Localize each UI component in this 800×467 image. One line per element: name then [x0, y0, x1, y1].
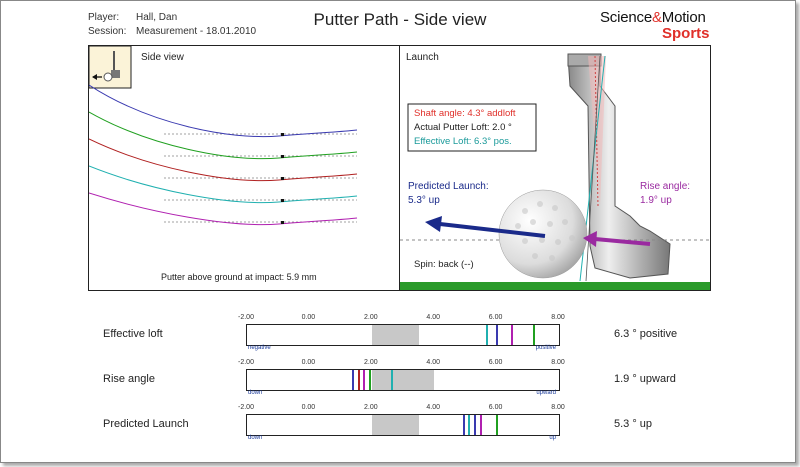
rise-angle-value: 1.9° up	[640, 195, 672, 206]
bar-tick-label: 0.00	[301, 314, 316, 321]
session-value: Measurement - 18.01.2010	[136, 26, 257, 37]
side-view-panel: Side view Putter above ground at impact:…	[88, 45, 401, 291]
bar-target-zone	[371, 370, 435, 390]
impact-point-marker	[281, 177, 284, 180]
bar-right-end-label: positive	[535, 345, 556, 351]
bar-left-end-label: down	[248, 390, 263, 396]
bar-value-mark	[369, 370, 372, 390]
putter-path-curve	[89, 192, 358, 226]
bar-target-zone	[371, 325, 419, 345]
shaft-angle-line	[594, 55, 599, 207]
player-value: Hall, Dan	[136, 12, 178, 23]
actual-putter-loft-text: Actual Putter Loft: 2.0 °	[414, 122, 512, 133]
bar-tick-label: 6.00	[488, 314, 503, 321]
bar-right-end-label: upward	[536, 390, 556, 396]
putter-path-curve	[89, 138, 358, 182]
bar-value-mark	[352, 370, 355, 390]
bar-tick-label: 4.00	[426, 404, 440, 411]
brand-science: Science	[600, 9, 652, 26]
predicted-launch-value: 5.3° up	[408, 195, 440, 206]
bar-tick-label: 8.00	[551, 404, 565, 411]
bar-tick-label: 8.00	[551, 359, 565, 366]
bar-value-mark	[511, 325, 514, 345]
ball-dimples	[515, 201, 575, 261]
bar-value-mark	[533, 325, 536, 345]
bar-value-mark	[495, 325, 498, 345]
bar-tick-label: -2.00	[238, 359, 254, 366]
putter-path-curve	[89, 165, 358, 204]
launch-panel: Launch Shaft angle: 4.3° addloft Actual …	[399, 45, 711, 291]
bar-value-mark	[358, 370, 361, 390]
bar-left-end-label: negative	[248, 345, 271, 351]
green-ground	[400, 282, 710, 290]
bar-tick-label: 0.00	[301, 404, 316, 411]
brand-logo-top: Science&Motion	[600, 9, 706, 26]
bar-value-mark	[462, 415, 465, 435]
predicted-launch-arrowhead	[425, 216, 442, 232]
brand-sports: Sports	[662, 25, 710, 42]
predicted-launch-label: Predicted Launch:	[408, 181, 489, 192]
bar-left-end-label: down	[248, 435, 263, 441]
rise-angle-arrowhead	[583, 231, 597, 247]
bar-tick-label: -2.00	[238, 314, 254, 321]
bar-tick-label: -2.00	[238, 404, 254, 411]
putter-path-curve	[89, 111, 358, 160]
bar-tick-label: 2.00	[363, 314, 378, 321]
putter-path-curve	[89, 84, 358, 138]
bar-value: 1.9 ° upward	[614, 373, 676, 385]
bar-tick-label: 2.00	[363, 359, 378, 366]
actual-loft-line	[585, 55, 601, 282]
bar-value: 5.3 ° up	[614, 418, 653, 430]
bar-value-mark	[391, 370, 394, 390]
bar-tick-label: 2.00	[363, 404, 378, 411]
bar-track	[246, 369, 560, 391]
bar-target-zone	[371, 415, 419, 435]
predicted-launch-arrow	[439, 222, 546, 238]
bar-track	[246, 324, 560, 346]
bar-tick-label: 4.00	[426, 359, 440, 366]
bar-value-mark	[473, 415, 476, 435]
bar-tick-label: 8.00	[551, 314, 565, 321]
launch-canvas	[400, 53, 710, 290]
bar-tick-label: 6.00	[488, 404, 503, 411]
bar-value-mark	[486, 325, 489, 345]
bar-tick-label: 6.00	[488, 359, 503, 366]
rise-angle-arrow	[594, 237, 651, 246]
bar-value-mark	[467, 415, 470, 435]
bar-value-mark	[480, 415, 482, 435]
impact-point-marker	[281, 155, 284, 158]
bar-tick-label: 4.00	[426, 314, 440, 321]
loft-info-box	[407, 103, 537, 152]
bar-right-end-label: up	[549, 435, 556, 441]
bar-value-mark	[495, 415, 498, 435]
session-label: Session:	[88, 26, 127, 37]
side-view-canvas	[89, 46, 358, 226]
bar-value: 6.3 ° positive	[614, 328, 678, 340]
side-view-title: Side view	[141, 52, 184, 63]
bar-label: Rise angle	[103, 373, 155, 385]
bar-label: Effective loft	[103, 328, 163, 340]
bar-track	[246, 414, 560, 436]
putter-path-curves	[89, 84, 358, 226]
impact-point-marker	[281, 199, 284, 202]
putter-above-ground-note: Putter above ground at impact: 5.9 mm	[161, 272, 317, 282]
spin-text: Spin: back (--)	[414, 259, 474, 270]
effective-loft-text: Effective Loft: 6.3° pos.	[414, 136, 512, 147]
brand-motion: Motion	[661, 9, 706, 26]
impact-point-marker	[281, 221, 284, 224]
impact-point-marker	[281, 133, 284, 136]
rise-angle-label: Rise angle:	[640, 181, 691, 192]
player-label: Player:	[88, 12, 120, 23]
brand-amp: &	[651, 9, 662, 26]
bar-label: Predicted Launch	[103, 418, 189, 430]
putter-ball-arrow-icon	[89, 46, 132, 89]
shaft-angle-text: Shaft angle: 4.3° addloft	[414, 108, 516, 119]
bar-value-mark	[363, 370, 365, 390]
page-title: Putter Path - Side view	[313, 10, 487, 29]
bar-tick-label: 0.00	[301, 359, 316, 366]
launch-title: Launch	[406, 52, 439, 63]
